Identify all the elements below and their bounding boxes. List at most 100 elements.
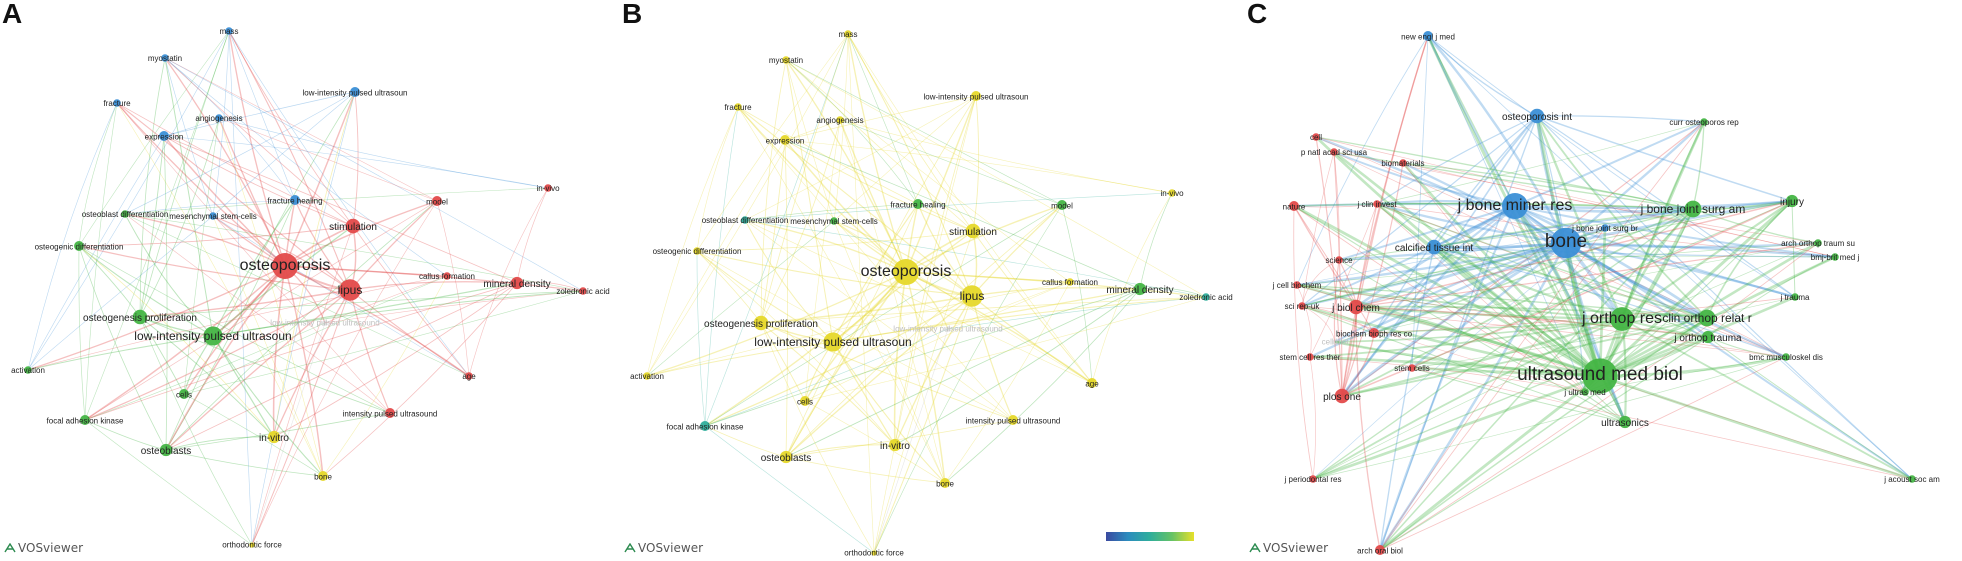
node-circle[interactable] xyxy=(1375,545,1385,555)
node-circle[interactable] xyxy=(1684,200,1702,218)
node-circle[interactable] xyxy=(1550,227,1582,259)
node-invitro[interactable]: in-vitro xyxy=(259,430,289,444)
node-circle[interactable] xyxy=(1066,278,1074,286)
node-circle[interactable] xyxy=(209,212,217,220)
node-jclin[interactable]: j clin invest xyxy=(1356,200,1397,209)
node-circle[interactable] xyxy=(1601,224,1609,232)
node-circle[interactable] xyxy=(1087,378,1097,388)
node-circle[interactable] xyxy=(132,309,148,325)
node-fracture[interactable]: fracture xyxy=(103,99,131,108)
node-osteogenic_diff[interactable]: osteogenic differentiation xyxy=(35,241,124,252)
node-circle[interactable] xyxy=(290,195,300,205)
node-jcellbio[interactable]: j cell biochem xyxy=(1272,281,1322,290)
node-circle[interactable] xyxy=(1289,201,1299,211)
node-circle[interactable] xyxy=(940,478,950,488)
node-circle[interactable] xyxy=(1330,148,1338,156)
node-circle[interactable] xyxy=(871,550,877,556)
node-age[interactable]: age xyxy=(1085,378,1099,389)
node-orthodontic[interactable]: orthodontic force xyxy=(844,549,904,558)
node-circle[interactable] xyxy=(1618,415,1632,429)
node-myostatin[interactable]: myostatin xyxy=(769,56,803,65)
node-model[interactable]: model xyxy=(1051,200,1073,211)
node-osteoporosis[interactable]: osteoporosis xyxy=(861,259,952,285)
node-lipus_long[interactable]: low-intensity pulsed ultrasoun xyxy=(924,91,1029,102)
node-circle[interactable] xyxy=(643,372,651,380)
node-circle[interactable] xyxy=(544,184,552,192)
node-lipus_faint[interactable]: low-intensity pulsed ultrasound xyxy=(893,325,1002,334)
node-myostatin[interactable]: myostatin xyxy=(148,54,182,63)
node-circle[interactable] xyxy=(74,241,84,251)
node-invivo[interactable]: in-vivo xyxy=(1160,189,1184,198)
node-circle[interactable] xyxy=(1312,133,1320,141)
node-stimulation[interactable]: stimulation xyxy=(329,218,377,234)
node-ultrasonics[interactable]: ultrasonics xyxy=(1601,415,1649,429)
node-injury[interactable]: injury xyxy=(1780,194,1804,208)
node-circle[interactable] xyxy=(693,247,701,255)
node-mass[interactable]: mass xyxy=(219,27,238,36)
node-circle[interactable] xyxy=(823,332,843,352)
node-osteoblast_diff[interactable]: osteoblast differentiation xyxy=(82,210,169,219)
node-osteoporos_int[interactable]: osteoporosis int xyxy=(1502,108,1572,124)
node-circle[interactable] xyxy=(1791,293,1799,301)
node-circle[interactable] xyxy=(1423,31,1433,41)
node-activation[interactable]: activation xyxy=(11,366,45,375)
node-fracture_healing[interactable]: fracture healing xyxy=(267,195,323,206)
node-circle[interactable] xyxy=(1293,281,1301,289)
node-lipus_faint[interactable]: low-intensity pulsed ultrasound xyxy=(270,319,379,328)
node-circle[interactable] xyxy=(432,196,442,206)
node-cell[interactable]: cell xyxy=(1310,133,1322,142)
node-circle[interactable] xyxy=(1529,108,1545,124)
node-circle[interactable] xyxy=(80,415,90,425)
node-circle[interactable] xyxy=(1202,293,1210,301)
node-age[interactable]: age xyxy=(462,372,476,381)
node-jbjs_br[interactable]: j bone joint surg br xyxy=(1571,224,1638,233)
node-cells[interactable]: cells xyxy=(176,389,192,400)
node-circle[interactable] xyxy=(800,396,810,406)
node-circle[interactable] xyxy=(1831,253,1839,261)
node-bmj[interactable]: bmj-brit med j xyxy=(1811,253,1860,262)
node-circle[interactable] xyxy=(1700,118,1708,126)
node-activation[interactable]: activation xyxy=(630,372,664,381)
node-circle[interactable] xyxy=(1581,388,1589,396)
node-circle[interactable] xyxy=(272,253,298,279)
node-osteoblasts[interactable]: osteoblasts xyxy=(761,450,812,464)
node-circle[interactable] xyxy=(700,421,710,431)
node-circle[interactable] xyxy=(579,287,587,295)
node-intensity_pulsed[interactable]: intensity pulsed ultrasound xyxy=(966,415,1061,426)
node-osteogenic_diff[interactable]: osteogenic differentiation xyxy=(653,247,742,256)
node-focal[interactable]: focal adhesion kinase xyxy=(47,415,124,426)
node-zoledronic[interactable]: zoledronic acid xyxy=(1179,293,1232,302)
node-fracture[interactable]: fracture xyxy=(724,103,752,112)
node-circle[interactable] xyxy=(844,30,852,38)
node-circle[interactable] xyxy=(945,326,951,332)
node-expression[interactable]: expression xyxy=(145,131,184,142)
node-circle[interactable] xyxy=(510,276,524,290)
node-circle[interactable] xyxy=(1334,388,1350,404)
node-circle[interactable] xyxy=(179,389,189,399)
node-circle[interactable] xyxy=(1309,475,1317,483)
node-mineral_density[interactable]: mineral density xyxy=(1106,282,1174,296)
node-jperiodontal[interactable]: j periodontal res xyxy=(1284,475,1342,484)
node-circle[interactable] xyxy=(203,326,223,346)
node-expression[interactable]: expression xyxy=(766,135,805,146)
node-callus[interactable]: callus formation xyxy=(1042,278,1098,287)
node-pnas[interactable]: p natl acad sci usa xyxy=(1301,148,1368,157)
node-cells[interactable]: cells xyxy=(797,396,813,407)
node-circle[interactable] xyxy=(1335,256,1343,264)
node-osteoblast_diff[interactable]: osteoblast differentiation xyxy=(702,216,789,225)
node-circle[interactable] xyxy=(913,199,923,209)
node-biomaterials[interactable]: biomaterials xyxy=(1381,159,1424,168)
node-stemcellsther[interactable]: stem cell res ther xyxy=(1280,353,1341,362)
node-circle[interactable] xyxy=(465,372,473,380)
node-arch_orthop[interactable]: arch orthop traum su xyxy=(1781,239,1855,248)
node-lipus_main[interactable]: low-intensity pulsed ultrasoun xyxy=(134,326,292,346)
node-mesenchymal[interactable]: mesenchymal stem-cells xyxy=(169,212,257,221)
node-circle[interactable] xyxy=(113,99,121,107)
node-mesenchymal[interactable]: mesenchymal stem-cells xyxy=(790,217,878,226)
node-circle[interactable] xyxy=(215,114,223,122)
node-mass[interactable]: mass xyxy=(838,30,857,39)
node-circle[interactable] xyxy=(1332,339,1338,345)
node-circle[interactable] xyxy=(1168,189,1176,197)
node-circle[interactable] xyxy=(267,430,281,444)
node-scirep[interactable]: sci rep-uk xyxy=(1285,302,1321,311)
